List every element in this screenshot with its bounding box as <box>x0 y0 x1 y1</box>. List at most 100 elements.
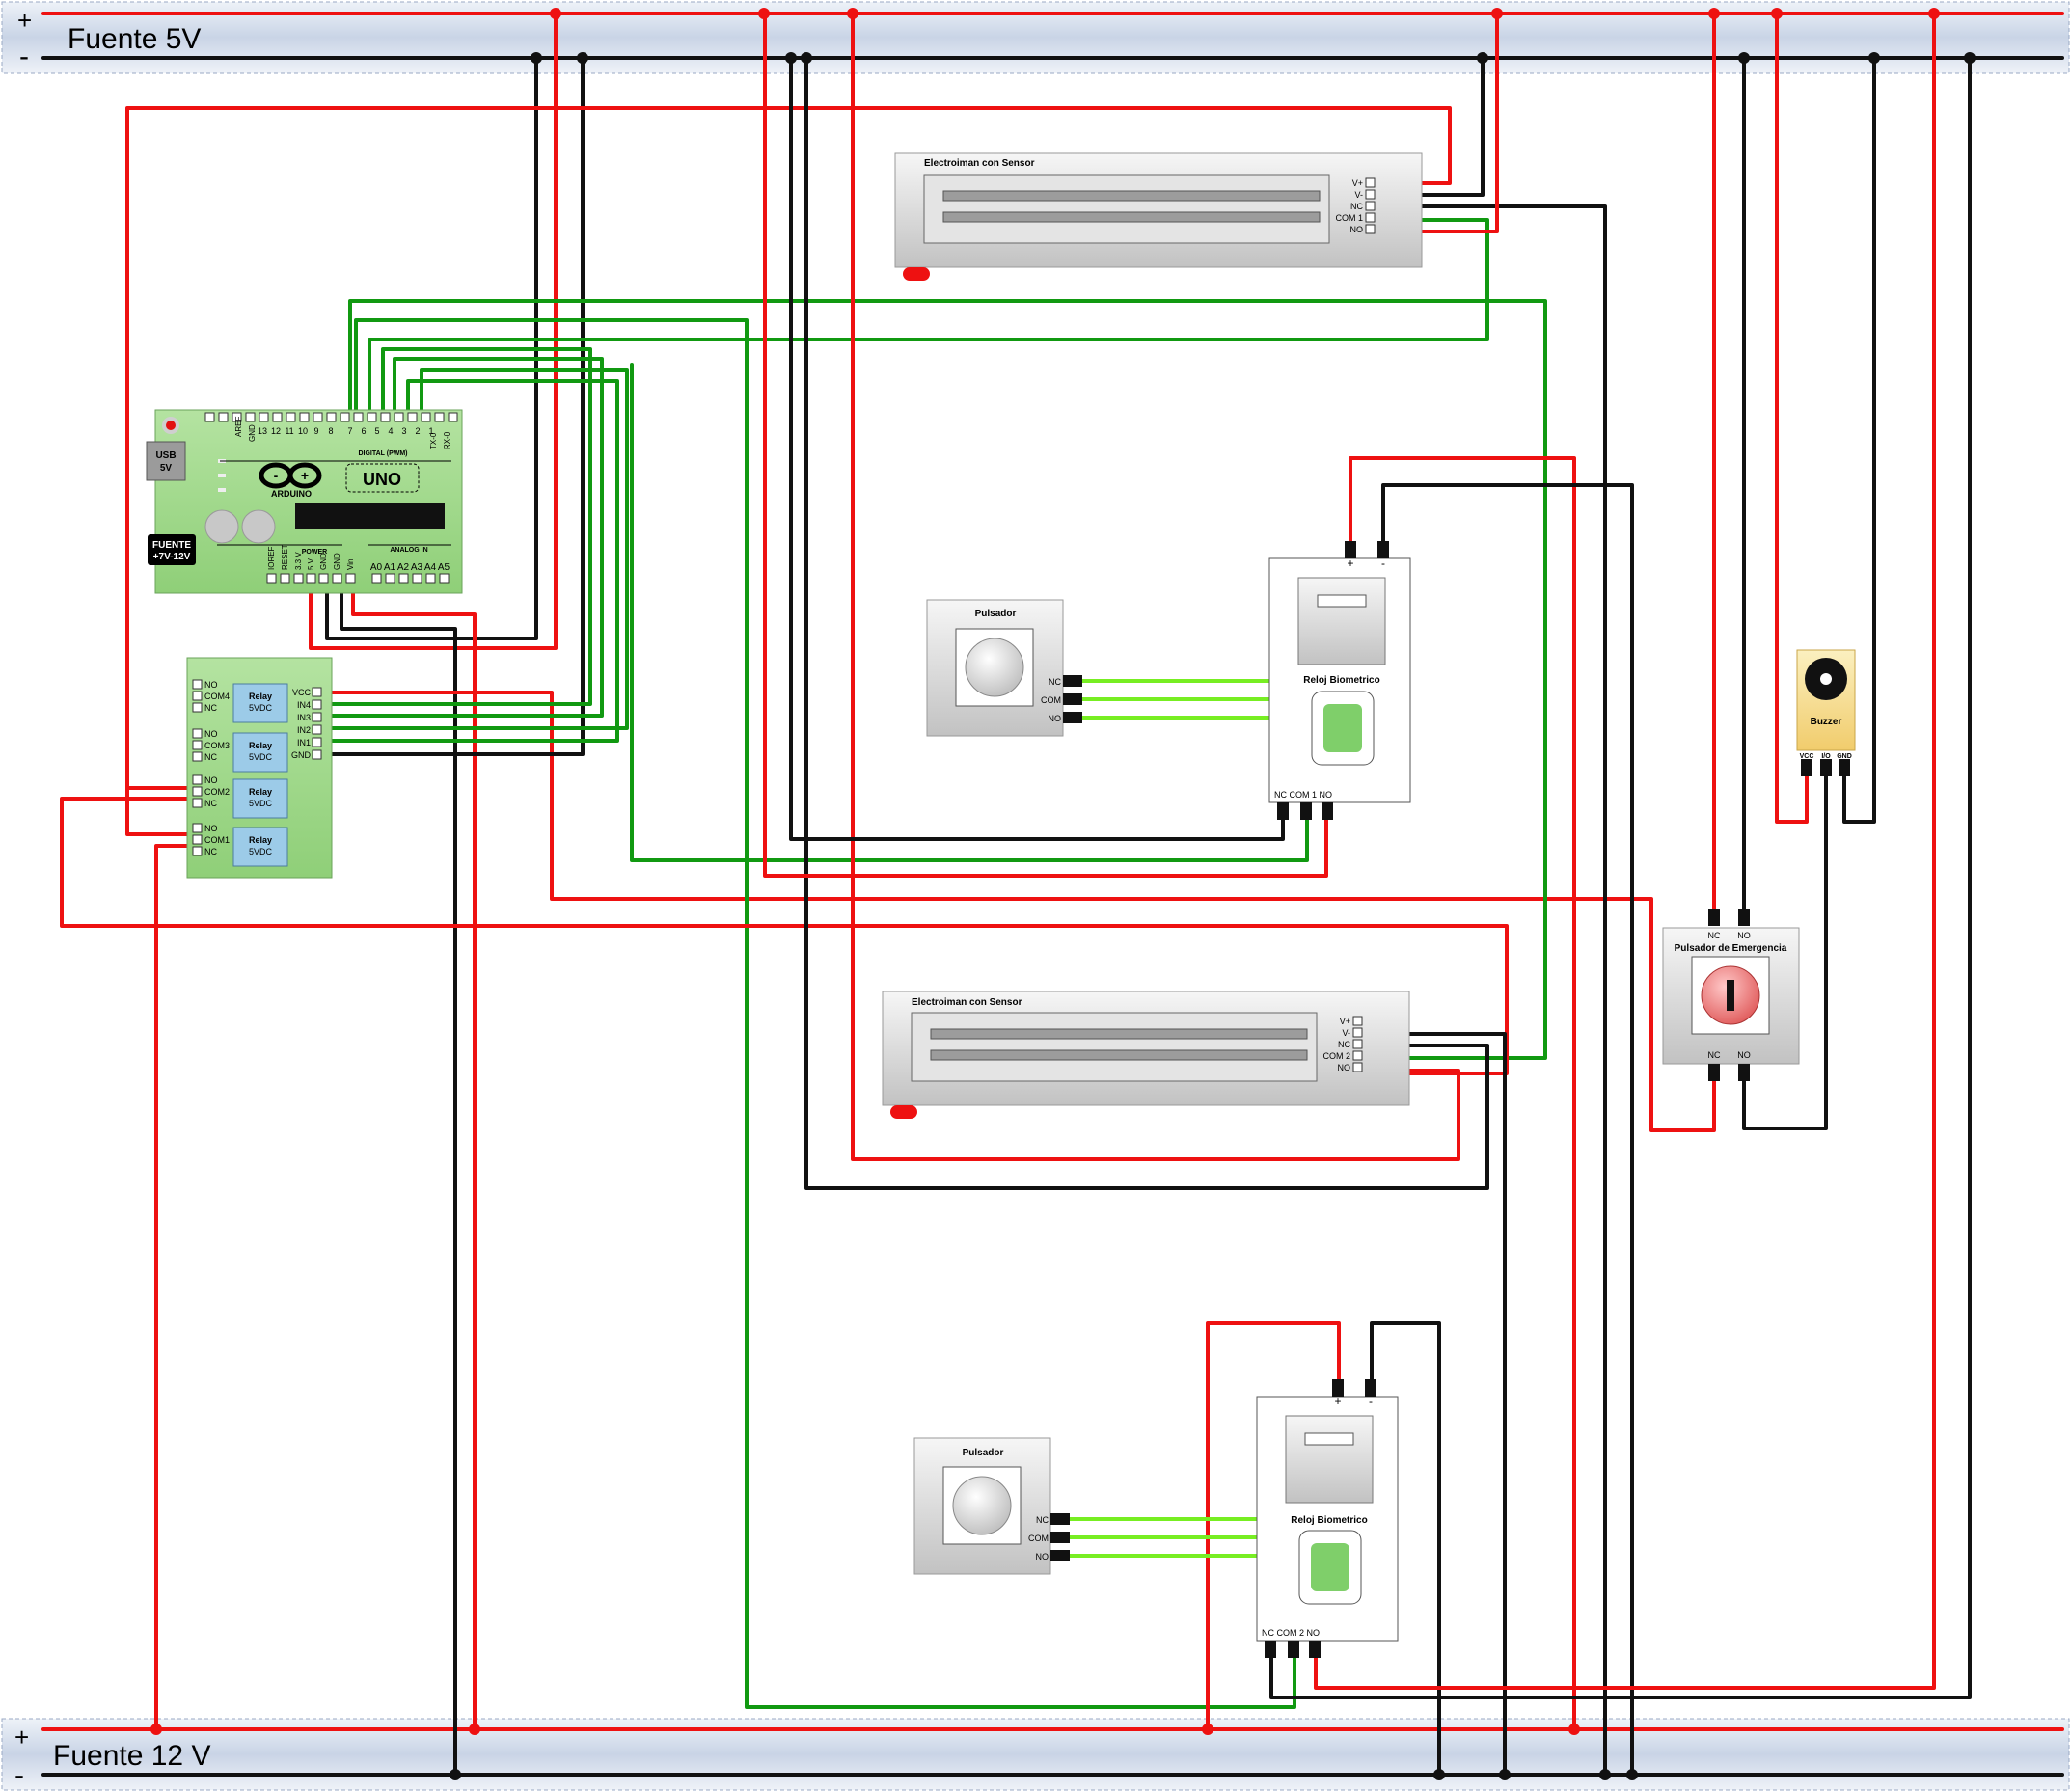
rail-5v-plus: + <box>17 6 32 35</box>
junction-dot-negative <box>1477 52 1488 64</box>
pin-label-6: 6 <box>361 426 366 436</box>
wire-reloj2-no <box>1314 12 1936 1690</box>
pin-label-rx: RX-0 <box>443 431 451 449</box>
junction-dot-negative <box>577 52 588 64</box>
wire-relay-com1 <box>154 844 206 1731</box>
arduino-digital-pin <box>259 412 269 422</box>
wire-relay-no1 <box>125 106 1452 836</box>
relay-right-label: GND <box>291 750 312 760</box>
arduino-digital-pin <box>353 412 364 422</box>
relay-left-pin <box>192 702 203 713</box>
junction-dot-negative <box>1868 52 1880 64</box>
pulsador-pin-label: NC <box>1049 677 1061 687</box>
arduino-power-pin <box>332 573 342 584</box>
pin-label-5: 5 <box>374 426 379 436</box>
emergencia-bottom-label: NO <box>1737 1050 1751 1060</box>
arduino-digital-pin <box>204 412 215 422</box>
arduino-analog-pin <box>385 573 395 584</box>
relay-right-label: IN2 <box>297 725 311 735</box>
junction-dot-positive <box>150 1724 162 1735</box>
analog-pin-label: A0 <box>370 562 383 573</box>
relay-right-label: IN4 <box>297 700 311 710</box>
electroiman-1-title: Electroiman con Sensor <box>924 158 1035 169</box>
relay-right-label: IN3 <box>297 713 311 722</box>
power-pin-label: GND <box>333 553 341 570</box>
wire-in4 <box>316 347 592 706</box>
reloj-bottom-terminal <box>1277 802 1289 820</box>
wire-reloj1-no <box>763 12 1328 878</box>
power-pin-label: 5 V <box>307 557 315 570</box>
junction-dot-positive <box>1491 8 1503 19</box>
reloj-bottom-label: NC COM 2 NO <box>1262 1628 1320 1638</box>
pin-label-1: 1 <box>428 426 433 436</box>
power-pin-label: IOREF <box>267 546 276 570</box>
wire-reloj1-com <box>630 363 1309 862</box>
arduino-power-pin <box>266 573 277 584</box>
pin-label-2: 2 <box>415 426 420 436</box>
wire-reloj2-plus <box>1206 1321 1341 1731</box>
reloj-bottom-terminal <box>1265 1641 1276 1658</box>
relay-label: Relay <box>249 835 272 845</box>
electroiman-pin-label: NO <box>1338 1063 1351 1072</box>
emergencia-top-label: NC <box>1708 931 1721 940</box>
junction-dot-positive <box>1708 8 1720 19</box>
wire-buzzer-vcc <box>1775 12 1809 824</box>
pulsador-terminal <box>1063 693 1082 705</box>
relay-left-label: NC <box>204 799 217 808</box>
relay-voltage: 5VDC <box>249 799 273 808</box>
electroiman-pin <box>1365 224 1376 234</box>
pin-label-7: 7 <box>347 426 352 436</box>
relay-voltage: 5VDC <box>249 847 273 856</box>
pulsador-2-title: Pulsador <box>963 1448 1004 1458</box>
relay-voltage: 5VDC <box>249 703 273 713</box>
buzzer-pin-label: I/O <box>1821 753 1831 760</box>
pulsador-pin-label: NO <box>1036 1552 1049 1561</box>
wire-sensor-com1 <box>368 218 1489 419</box>
reloj-biometrico-1: Reloj Biometrico +-NC COM 1 NO <box>1268 541 1411 820</box>
rail-12v-minus: - <box>14 1759 24 1791</box>
pulsador-terminal <box>1050 1532 1070 1543</box>
relay-module: Relay5VDCNOCOM4NCRelay5VDCNOCOM3NCRelay5… <box>186 657 333 879</box>
power-header: POWER <box>302 549 327 556</box>
reloj-minus-label: - <box>1369 1395 1373 1408</box>
relay-right-pin <box>312 687 322 697</box>
reloj-bottom-label: NC COM 1 NO <box>1274 790 1332 800</box>
electroiman-pin <box>1365 189 1376 200</box>
arduino-digital-pin <box>380 412 391 422</box>
emergencia-top-label: NO <box>1737 931 1751 940</box>
junction-dot-negative <box>785 52 797 64</box>
buzzer-terminal <box>1820 759 1832 776</box>
electroiman-pin-label: V- <box>1342 1028 1350 1038</box>
junction-dot-positive <box>758 8 770 19</box>
reloj-bottom-terminal <box>1322 802 1333 820</box>
reloj-terminal-plus <box>1345 541 1356 558</box>
relay-left-label: NO <box>204 775 218 785</box>
relay-left-pin <box>192 798 203 808</box>
analog-pin-label: A3 <box>411 562 423 573</box>
junction-dot-negative <box>1499 1769 1511 1780</box>
reloj-plus-label: + <box>1334 1395 1341 1408</box>
relay-left-pin <box>192 823 203 833</box>
relay-right-pin <box>312 699 322 710</box>
pin-label-9: 9 <box>313 426 318 436</box>
arduino-digital-pin <box>218 412 229 422</box>
usb-label-2: 5V <box>160 463 173 474</box>
relay-left-pin <box>192 834 203 845</box>
reloj-biometrico-2: Reloj Biometrico +-NC COM 2 NO <box>1256 1379 1399 1658</box>
electroiman-pin <box>1365 212 1376 223</box>
relay-right-pin <box>312 737 322 747</box>
pin-label-12: 12 <box>271 426 281 436</box>
wire-relay-gnd <box>316 56 585 756</box>
wires <box>41 12 2064 1777</box>
electroiman-pin <box>1352 1027 1363 1038</box>
relay-left-label: COM4 <box>204 692 230 701</box>
relay-2 <box>232 778 288 819</box>
arduino-analog-pin <box>371 573 382 584</box>
arduino-board: USB 5V FUENTE +7V-12V - + ARDUINO UNO DI… <box>146 409 463 594</box>
